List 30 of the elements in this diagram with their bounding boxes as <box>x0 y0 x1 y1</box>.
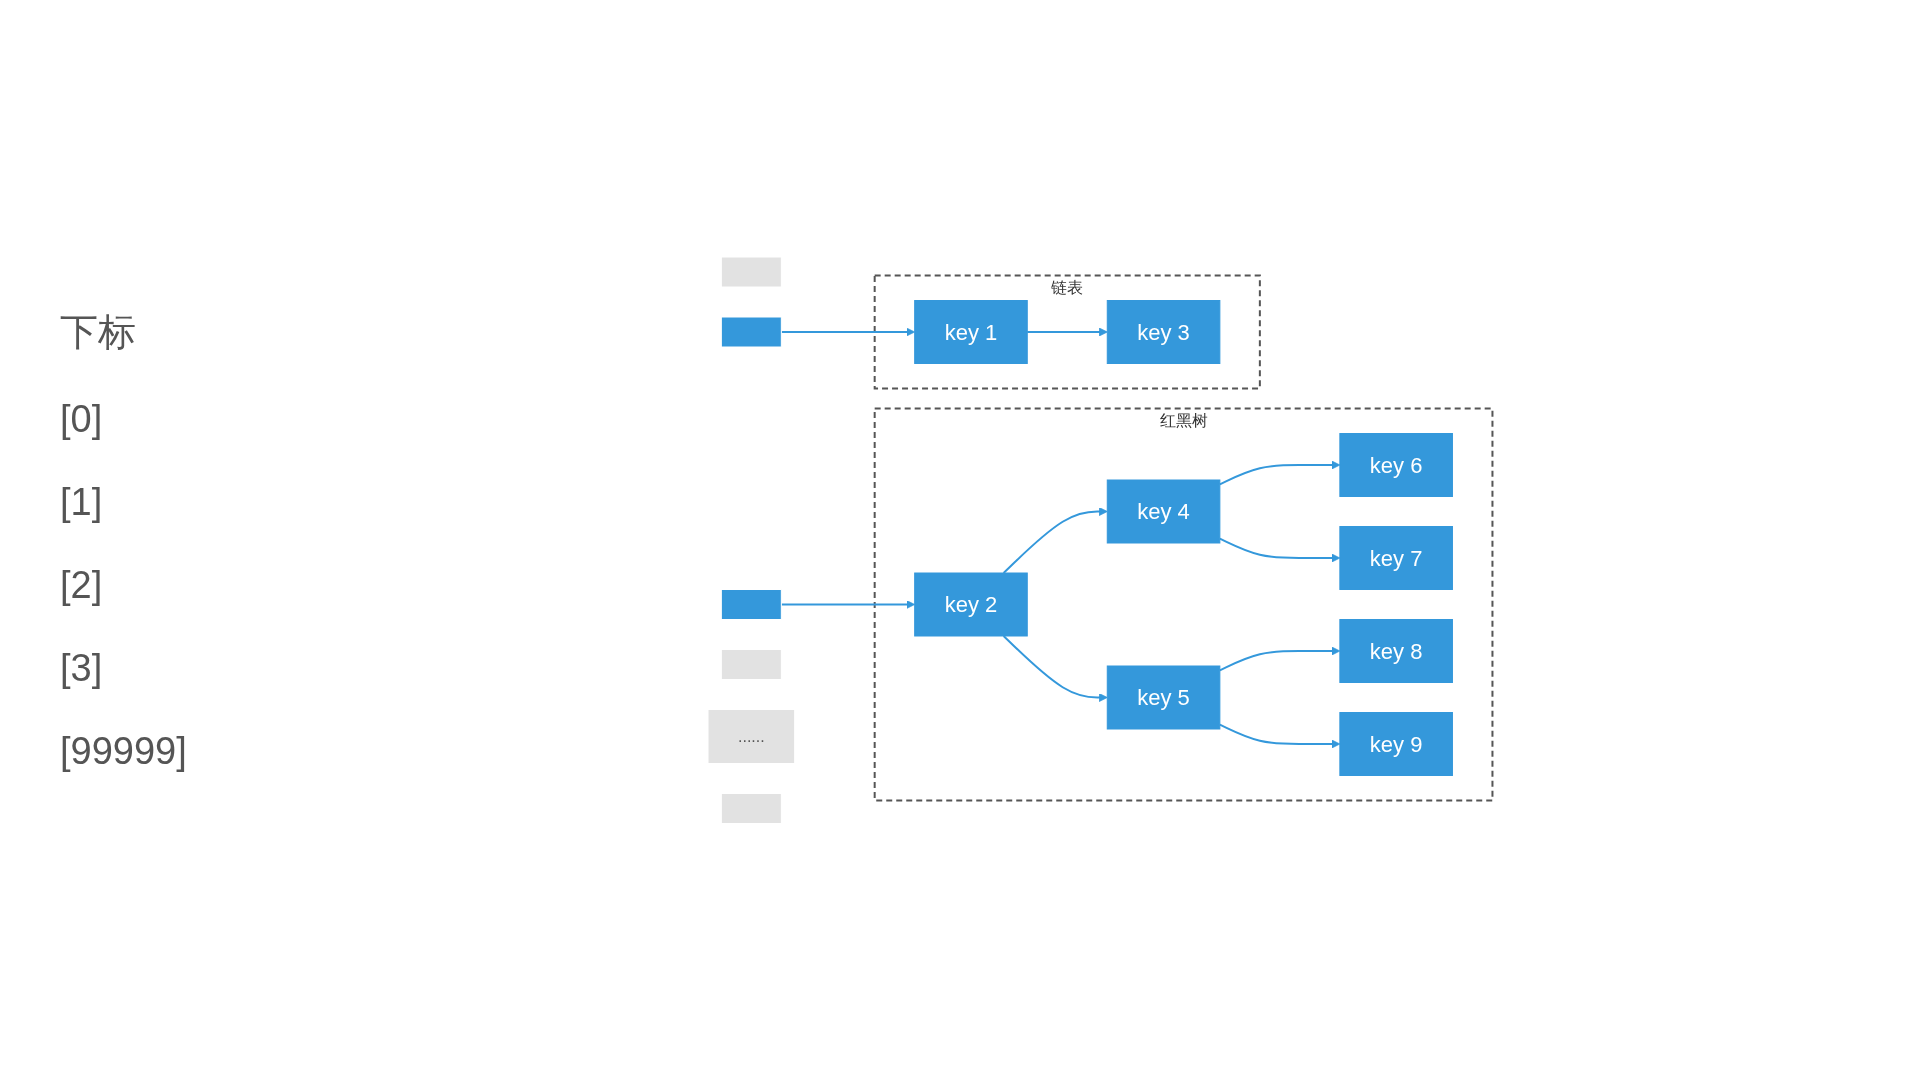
index-label: [3] <box>60 647 104 690</box>
index-label: [99999] <box>60 730 188 773</box>
index-label: [2] <box>60 564 104 607</box>
node-box: key 8 <box>1339 618 1453 683</box>
index-label: 下标 <box>60 310 137 355</box>
arrow <box>1218 723 1340 749</box>
node-box: ...... <box>707 708 795 764</box>
arrow <box>1026 327 1108 337</box>
index-label: [0] <box>60 398 104 441</box>
node-box <box>720 316 782 348</box>
node-box: key 5 <box>1106 665 1221 730</box>
node-box: key 6 <box>1339 432 1453 497</box>
node-box <box>720 588 782 620</box>
arrow <box>1218 537 1340 563</box>
arrow <box>1218 460 1340 486</box>
node-box <box>720 792 782 824</box>
arrow <box>1002 634 1108 702</box>
arrow <box>1218 646 1340 672</box>
arrow <box>780 599 915 609</box>
node-box: key 7 <box>1339 525 1453 590</box>
node-box: key 3 <box>1106 299 1221 364</box>
node-box <box>720 256 782 288</box>
node-box: key 1 <box>913 299 1028 364</box>
node-box: key 2 <box>913 572 1028 637</box>
arrow <box>780 327 915 337</box>
node-box: key 4 <box>1106 479 1221 544</box>
node-box <box>720 648 782 680</box>
node-box: key 9 <box>1339 711 1453 776</box>
arrow <box>1002 506 1108 574</box>
index-label: [1] <box>60 481 104 524</box>
